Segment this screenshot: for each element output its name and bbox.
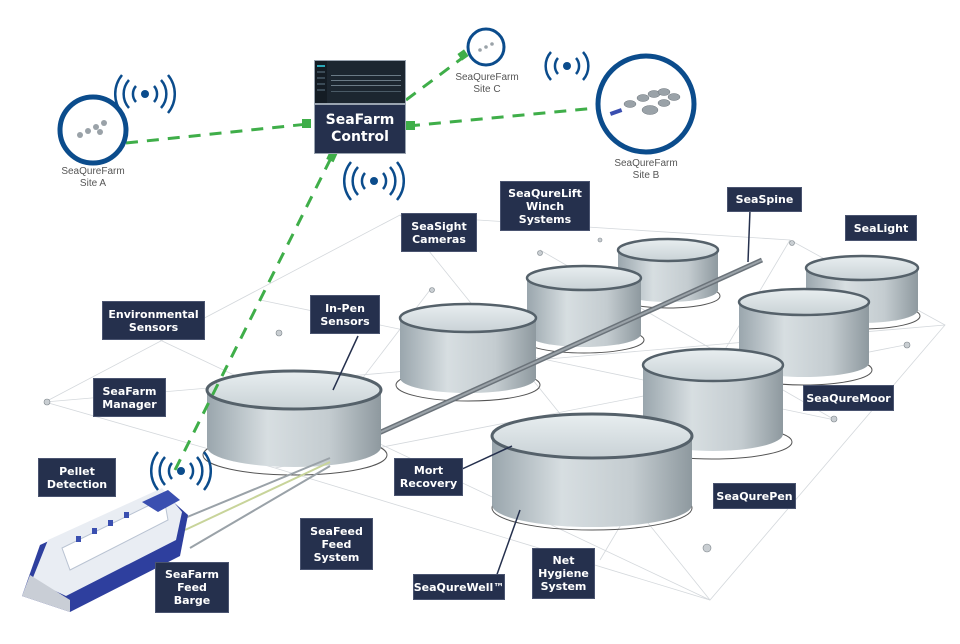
pen [202, 369, 388, 476]
pens [202, 237, 921, 531]
site-a-caption: SeaQureFarm Site A [61, 166, 125, 189]
label-environmental-sensors: Environmental Sensors [102, 301, 205, 340]
wireless-icon [149, 451, 213, 491]
label-seafeed-feed-system: SeaFeed Feed System [300, 518, 373, 570]
label-seafarm-manager: SeaFarm Manager [93, 378, 166, 417]
wireless-icon [342, 161, 406, 201]
pen [395, 302, 541, 402]
label-seaquremoor: SeaQureMoor [803, 385, 894, 411]
label-mort-recovery: Mort Recovery [394, 458, 463, 496]
label-sealight: SeaLight [845, 215, 917, 241]
feed-pipes [179, 457, 331, 549]
seafarm-control-node[interactable]: SeaFarm Control [314, 60, 406, 154]
label-seaqurewell: SeaQureWell™ [413, 574, 505, 600]
wireless-icon [544, 51, 590, 81]
wireless-icon [113, 74, 177, 114]
label-seafarm-feed-barge: SeaFarm Feed Barge [155, 562, 229, 613]
label-seaspine: SeaSpine [727, 187, 802, 212]
seafarm-control-label: SeaFarm Control [314, 104, 406, 154]
site-c-caption: SeaQureFarm Site C [455, 72, 519, 95]
network-links [125, 54, 597, 471]
seaspine-walkway [328, 257, 764, 458]
mooring-buoys [43, 237, 911, 553]
pen [631, 347, 793, 460]
label-seasight: SeaSight Cameras [401, 213, 477, 252]
label-seaqurepen: SeaQurePen [713, 483, 796, 509]
site-a-ring [57, 94, 129, 166]
site-b-ring [595, 53, 697, 155]
label-in-pen-sensors: In-Pen Sensors [310, 295, 380, 334]
control-dashboard-thumbnail [314, 60, 406, 104]
site-c-ring [466, 27, 506, 67]
label-pellet-detection: Pellet Detection [38, 458, 116, 497]
feed-barge [22, 488, 188, 612]
site-b-caption: SeaQureFarm Site B [614, 158, 678, 181]
leader-lines [332, 209, 751, 581]
pen [490, 412, 694, 531]
label-net-hygiene-system: Net Hygiene System [532, 548, 595, 599]
label-seaqurelift: SeaQureLift Winch Systems [500, 181, 590, 231]
